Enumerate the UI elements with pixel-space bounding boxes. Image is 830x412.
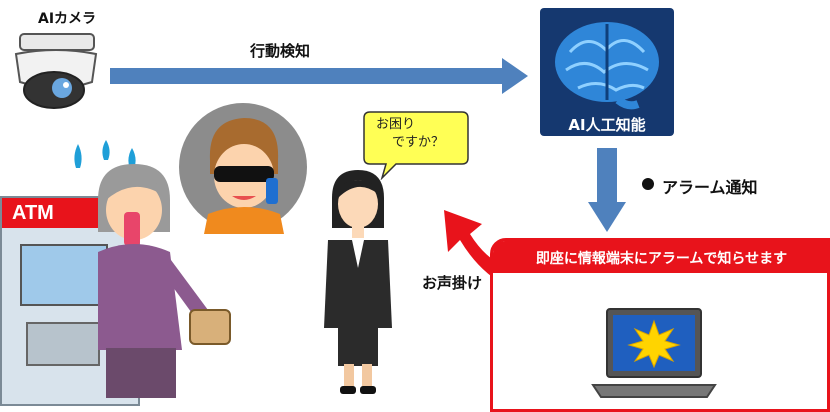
laptop-alert-icon (591, 308, 717, 398)
ai-label: AI人工知能 (568, 116, 646, 134)
camera-label: AIカメラ (38, 11, 97, 27)
alert-banner-text: 即座に情報端末にアラームで知らせます (535, 251, 788, 267)
bullet-dot-icon (642, 178, 654, 190)
scammer-illustration (179, 103, 307, 234)
ai-panel: AI人工知能 (540, 8, 674, 136)
security-camera-icon (14, 33, 98, 109)
bubble-line2: ですか？ (392, 135, 445, 150)
alert-banner: 即座に情報端末にアラームで知らせます (493, 241, 830, 273)
speech-bubble (363, 111, 469, 180)
elderly-woman-illustration (98, 164, 231, 398)
brain-icon (555, 22, 659, 110)
detection-arrow (110, 58, 528, 94)
staff-woman-illustration (324, 170, 392, 394)
alert-panel: 即座に情報端末にアラームで知らせます (490, 238, 830, 412)
atm-keypad (26, 322, 100, 366)
alarm-label: アラーム通知 (662, 178, 758, 197)
alarm-arrow (588, 148, 626, 232)
bubble-line1: お困り (376, 117, 416, 132)
atm-sign-text: ATM (12, 202, 54, 224)
detection-label: 行動検知 (250, 42, 311, 60)
callout-label: お声掛け (422, 274, 483, 292)
